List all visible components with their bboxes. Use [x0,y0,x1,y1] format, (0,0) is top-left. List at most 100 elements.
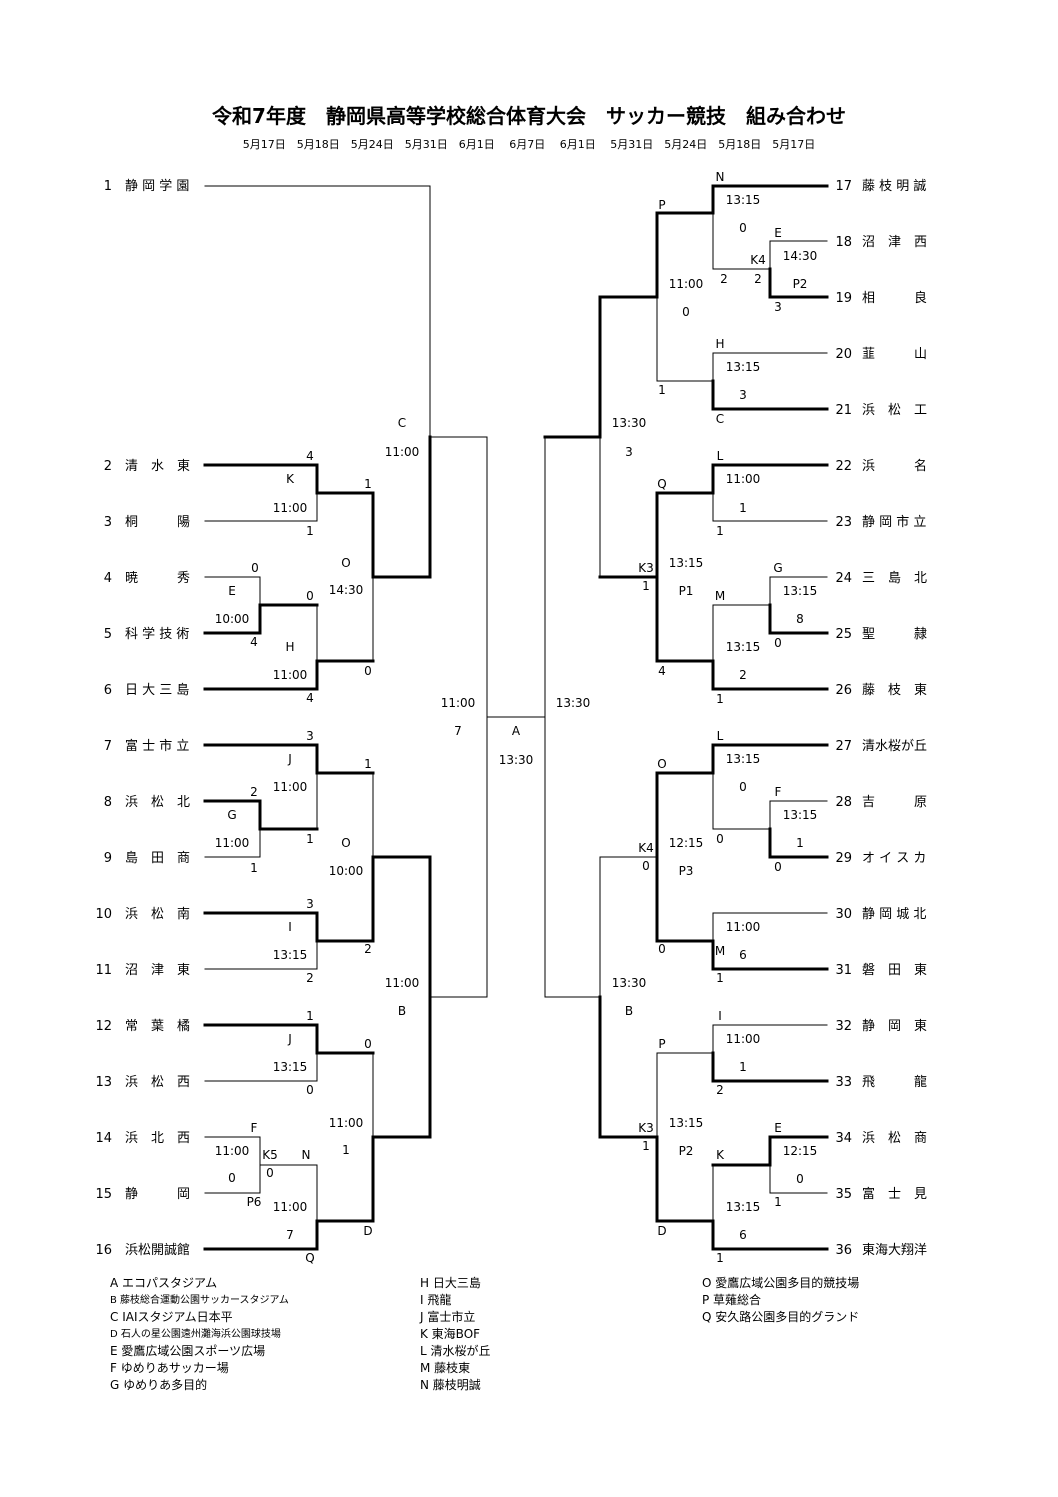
team-name: 藤 枝 東 [862,682,927,698]
match-label: 13:15 [669,556,704,570]
match-label: 0 [364,664,372,678]
team-name: 暁 秀 [125,571,190,586]
venue-legend-item: I 飛龍 [420,1293,452,1307]
match-label: 4 [306,449,314,463]
match-label: 13:15 [726,360,761,374]
match-label: 1 [306,832,314,846]
match-label: 11:00 [273,1200,308,1214]
match-label: 11:00 [385,976,420,990]
match-label: 0 [306,1083,314,1097]
match-label: K [286,472,295,486]
match-label: E [228,584,236,598]
round-dates: 5月17日 5月18日 5月24日 5月31日 6月1日 6月7日 6月1日 5… [242,138,816,151]
match-label: O [341,836,350,850]
match-label: I [288,920,292,934]
team-name: 浜 名 [862,458,927,474]
venue-legend-item: L 清水桜が丘 [420,1344,491,1358]
match-label: 4 [658,664,666,678]
match-label: 0 [228,1171,236,1185]
match-label: 1 [716,524,724,538]
match-label: 0 [739,221,747,235]
team-number: 1 [104,179,112,194]
team-number: 4 [104,571,112,586]
match-label: 6 [739,1228,747,1242]
match-label: H [285,640,294,654]
match-label: G [773,561,782,575]
match-label: D [363,1224,372,1238]
venue-legend-item: F ゆめりあサッカー場 [110,1361,229,1375]
team-name: 清水桜が丘 [862,739,927,754]
final-venue: A [512,724,521,738]
match-label: 13:30 [612,976,647,990]
team-name: 藤 枝 明 誠 [862,179,926,194]
team-name: 静 岡 市 立 [862,514,926,530]
match-label: 2 [364,942,372,956]
match-label: 2 [720,272,728,286]
team-number: 14 [95,1131,112,1146]
match-label: 0 [306,589,314,603]
team-name: 静 岡 [125,1187,190,1202]
team-name: 沼 津 東 [125,962,190,978]
team-name: 浜 北 西 [125,1131,190,1146]
match-label: 0 [774,636,782,650]
team-number: 20 [835,347,852,362]
team-name: 島 田 商 [125,851,190,866]
match-label: 11:00 [726,920,761,934]
match-label: 1 [716,692,724,706]
match-label: J [287,752,292,766]
match-label: 7 [286,1228,294,1242]
match-label: 13:15 [273,948,308,962]
team-number: 28 [835,795,852,810]
match-label: 11:00 [215,1144,250,1158]
team-name: 富 士 市 立 [125,738,189,754]
team-name: 浜 松 商 [862,1131,927,1146]
match-label: 13:30 [556,696,591,710]
team-number: 23 [835,515,852,530]
match-label: 13:15 [726,193,761,207]
match-label: 2 [306,971,314,985]
team-number: 18 [835,235,852,250]
team-number: 24 [835,571,852,586]
match-label: 0 [716,832,724,846]
match-label: 2 [754,272,762,286]
team-number: 21 [835,403,852,418]
match-label: 0 [266,1166,274,1180]
team-number: 16 [95,1243,112,1258]
match-label: 2 [250,785,258,799]
team-name: 桐 陽 [125,515,190,530]
team-number: 36 [835,1243,852,1258]
match-label: B [625,1004,633,1018]
venue-legend-item: K 東海BOF [420,1327,481,1341]
venue-legend-item: J 富士市立 [420,1310,476,1324]
match-label: 11:00 [273,668,308,682]
match-label: 14:30 [783,249,818,263]
match-label: P [658,198,665,212]
match-label: 11:00 [385,445,420,459]
match-label: N [302,1148,311,1162]
match-label: P3 [679,864,694,878]
match-label: 0 [739,780,747,794]
team-number: 12 [95,1019,112,1034]
team-name: 浜 松 西 [125,1075,190,1090]
match-label: 1 [342,1143,350,1157]
match-label: 1 [364,477,372,491]
match-label: 1 [306,524,314,538]
match-label: 12:15 [669,836,704,850]
match-label: 3 [739,388,747,402]
match-label: K4 [638,841,654,855]
team-number: 25 [835,627,852,642]
match-label: Q [305,1251,314,1265]
match-label: 0 [251,561,259,575]
team-name: 飛 龍 [862,1074,927,1090]
venue-legend-item: Q 安久路公園多目的グランド [702,1310,860,1324]
team-name: 浜 松 工 [862,403,927,418]
match-label: 1 [739,501,747,515]
match-label: E [774,226,782,240]
team-number: 33 [835,1075,852,1090]
team-name: 清 水 東 [125,458,190,474]
team-number: 15 [95,1187,112,1202]
match-label: 0 [682,305,690,319]
match-label: 13:15 [726,640,761,654]
